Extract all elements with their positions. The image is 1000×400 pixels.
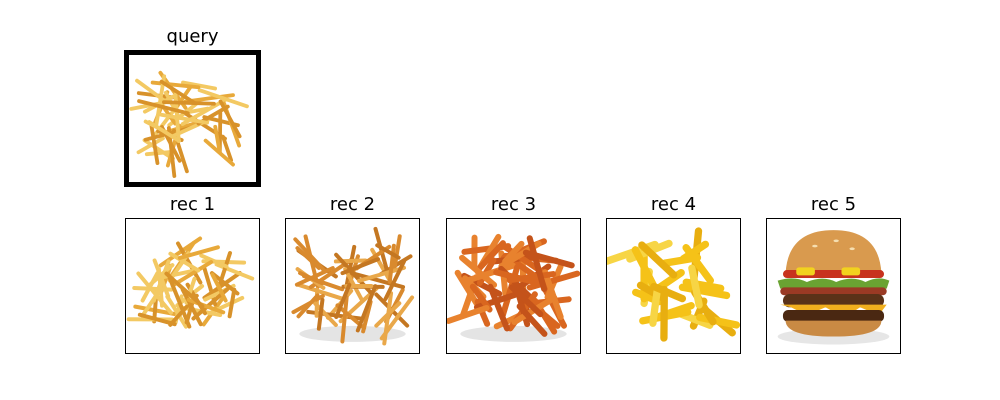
rec-title-1: rec 1	[169, 194, 216, 215]
rec-title-3: rec 3	[490, 194, 537, 215]
rec-tile-1: rec 1	[125, 194, 260, 354]
query-tile: query	[124, 26, 261, 188]
rec-title-5: rec 5	[810, 194, 857, 215]
rec-tile-4: rec 4	[606, 194, 741, 354]
rec-image-frame-2[interactable]	[285, 218, 420, 354]
rec-image-frame-5[interactable]	[766, 218, 901, 354]
rec-4-thick-fries-image	[607, 227, 740, 342]
query-image-frame[interactable]	[124, 50, 261, 187]
query-title: query	[166, 26, 219, 47]
rec-tile-3: rec 3	[446, 194, 581, 354]
rec-tile-2: rec 2	[285, 194, 420, 354]
rec-title-4: rec 4	[650, 194, 697, 215]
rec-title-2: rec 2	[329, 194, 376, 215]
query-fries-image	[129, 70, 249, 178]
rec-5-burger-image	[777, 230, 890, 345]
rec-3-sweet-potato-fries-image	[447, 233, 580, 342]
rec-1-fries-image	[126, 236, 255, 329]
rec-image-frame-3[interactable]	[446, 218, 581, 354]
rec-tile-5: rec 5	[766, 194, 901, 354]
rec-image-frame-1[interactable]	[125, 218, 260, 354]
rec-2-fries-image	[291, 226, 415, 346]
rec-image-frame-4[interactable]	[606, 218, 741, 354]
